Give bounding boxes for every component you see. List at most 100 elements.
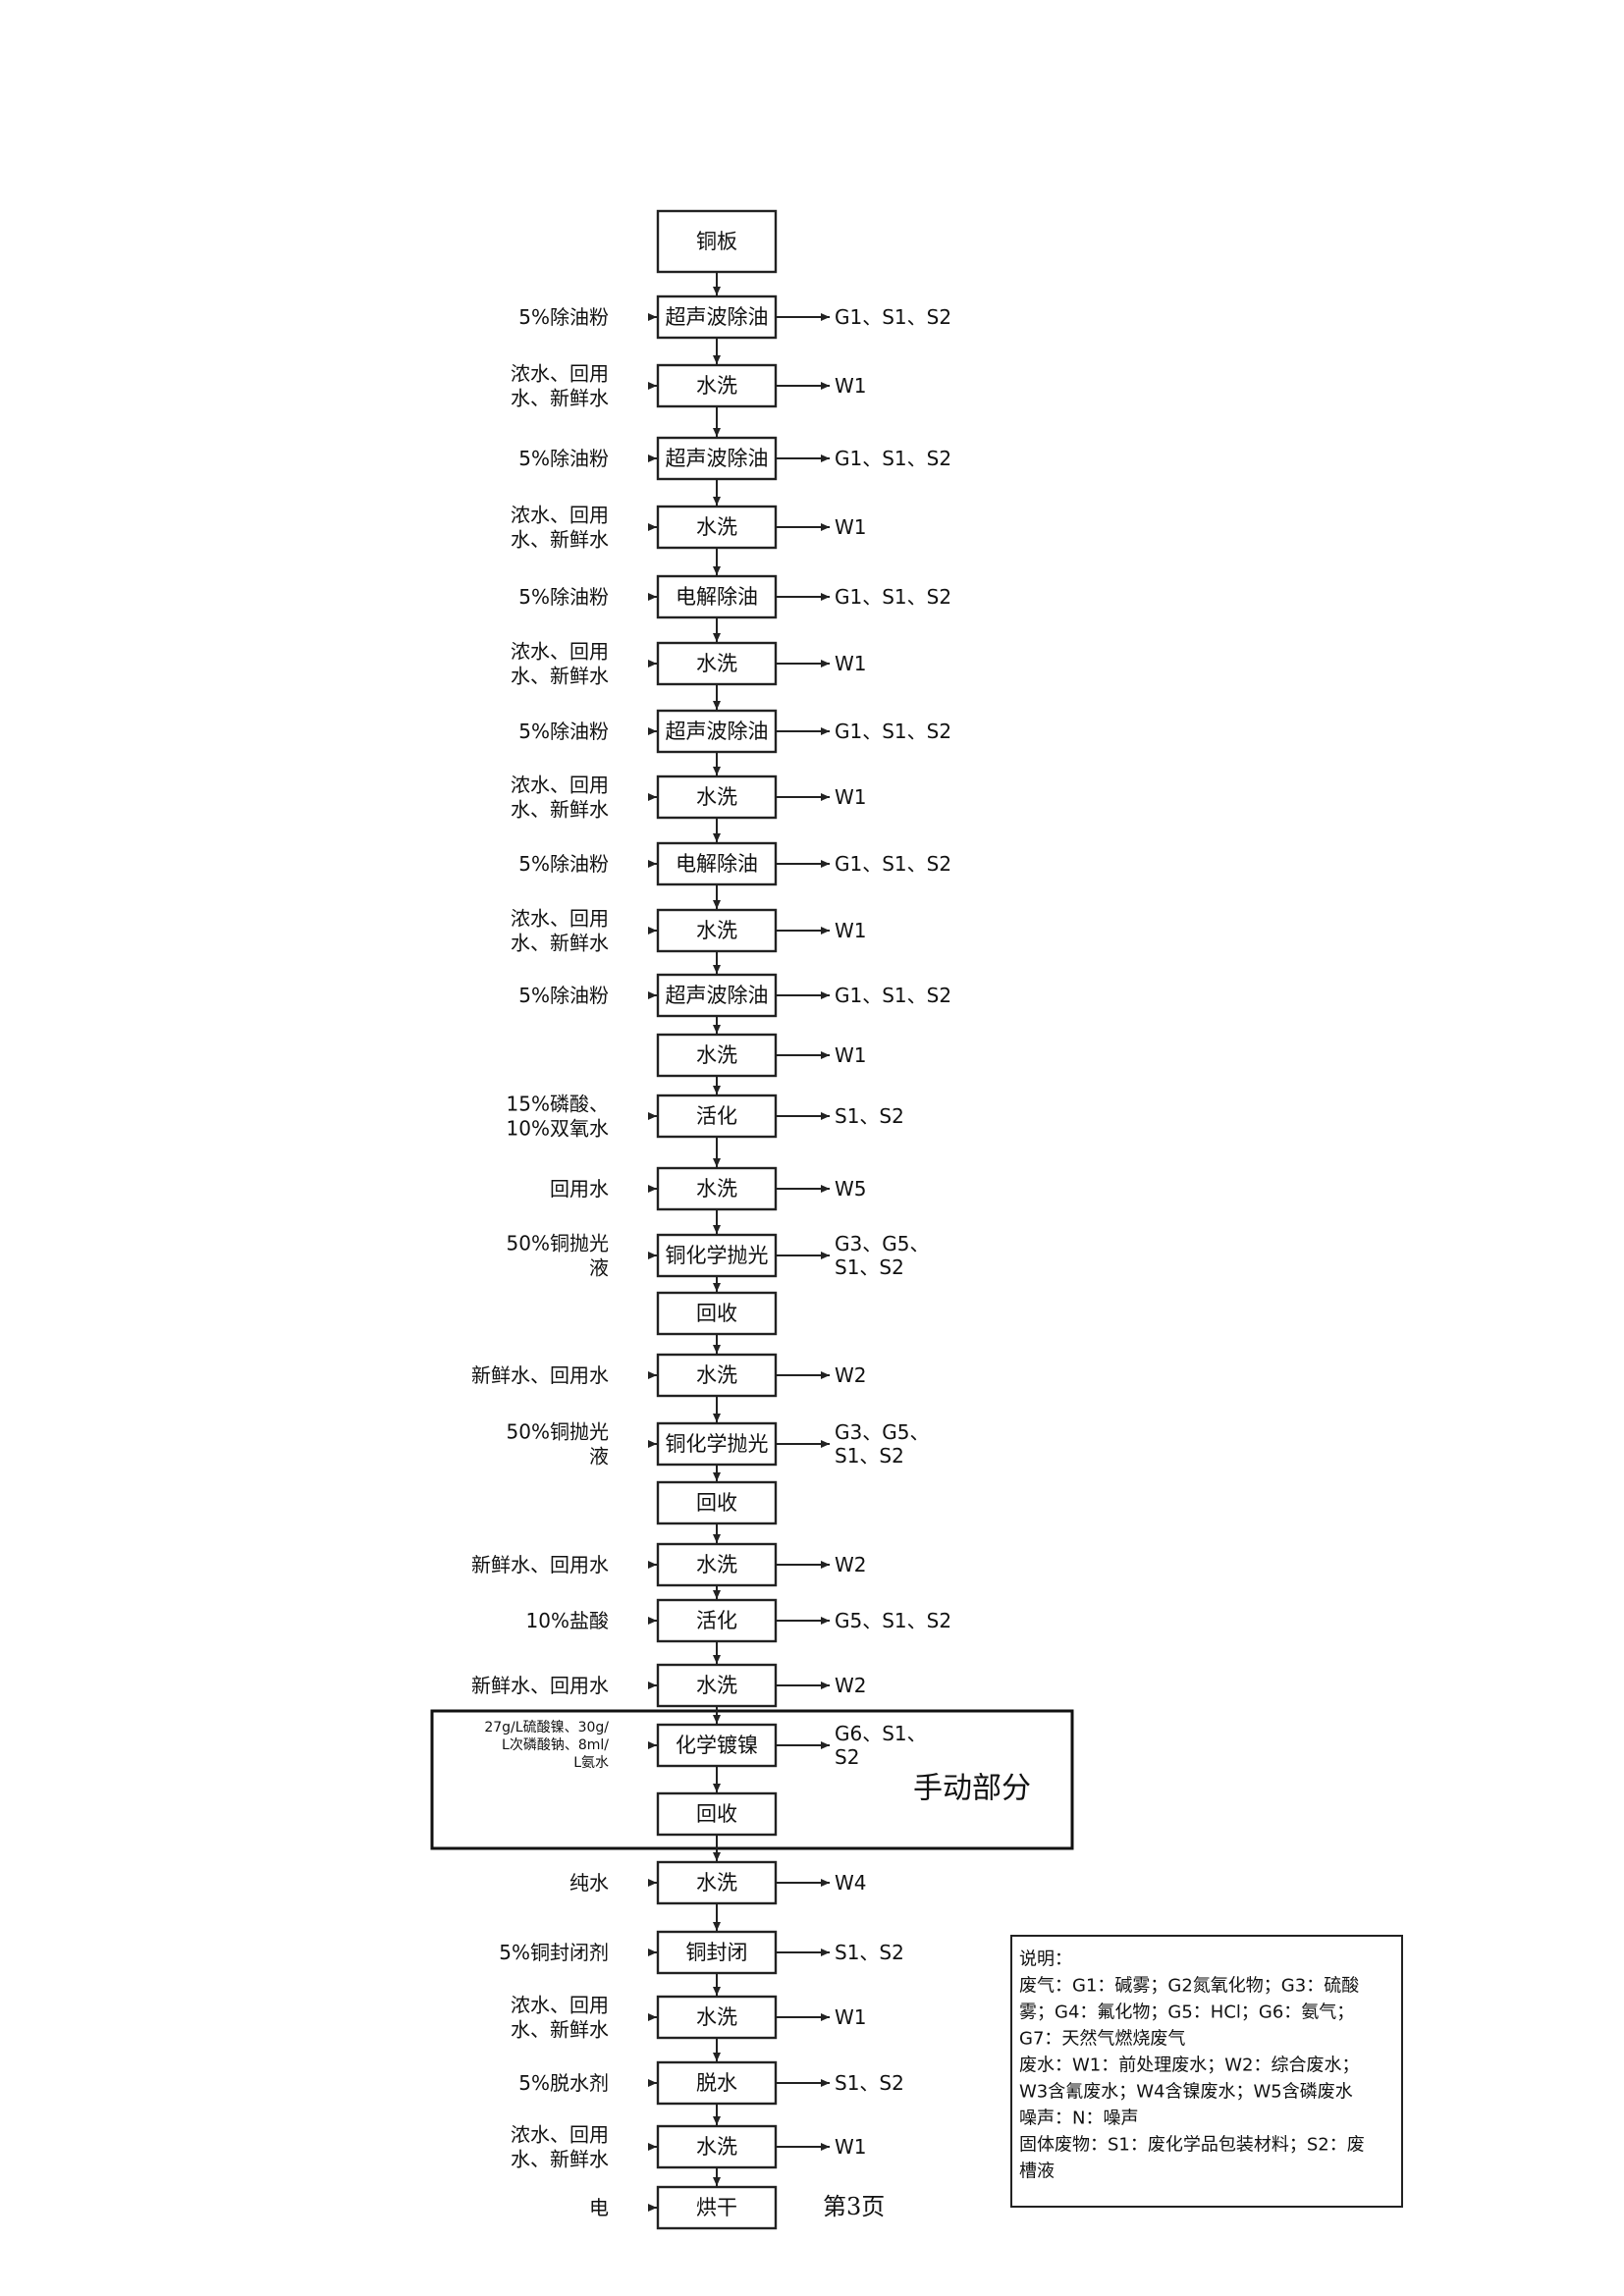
process-step-label: 超声波除油: [666, 305, 769, 329]
process-step-box: [656, 1291, 778, 1336]
process-step-box: [656, 709, 778, 754]
process-step-label: 回收: [696, 1302, 737, 1325]
process-step-box: [656, 908, 778, 953]
input-material-label: 5%除油粉: [518, 305, 609, 329]
output-emission-label: G3、G5、: [835, 1420, 929, 1444]
input-material-label: 5%脱水剂: [518, 2071, 609, 2095]
process-step-label: 水洗: [696, 919, 737, 942]
process-step-box: [656, 209, 778, 274]
input-material-label: 液: [589, 1256, 609, 1280]
process-step-label: 水洗: [696, 1363, 737, 1387]
process-step-box: [656, 1353, 778, 1398]
input-material-label: 新鲜水、回用水: [471, 1674, 609, 1697]
input-material-label: 新鲜水、回用水: [471, 1553, 609, 1576]
output-emission-label: W2: [835, 1363, 867, 1387]
process-step-box: [656, 1480, 778, 1525]
page-number: 第3页: [823, 2193, 885, 2220]
input-material-label: 水、新鲜水: [511, 665, 609, 688]
process-step-label: 超声波除油: [666, 447, 769, 470]
input-material-label: 10%盐酸: [526, 1609, 609, 1632]
input-material-label: 水、新鲜水: [511, 932, 609, 955]
legend-line: 说明：: [1019, 1949, 1072, 1970]
process-step-box: [656, 505, 778, 550]
legend-line: G7：天然气燃烧废气: [1019, 2029, 1185, 2050]
process-step-label: 铜化学抛光: [666, 1432, 769, 1456]
input-material-label: 水、新鲜水: [511, 2148, 609, 2171]
process-step-box: [656, 1930, 778, 1975]
process-step-box: [656, 574, 778, 619]
process-step-box: [656, 841, 778, 886]
process-step-label: 电解除油: [676, 852, 758, 876]
process-step-box: [656, 774, 778, 820]
output-emission-label: S2: [835, 1745, 859, 1769]
process-step-box: [656, 1233, 778, 1278]
input-material-label: 水、新鲜水: [511, 2018, 609, 2042]
process-step-label: 水洗: [696, 374, 737, 398]
input-material-label: 液: [589, 1445, 609, 1468]
output-emission-label: G1、S1、S2: [835, 447, 951, 470]
process-step-label: 水洗: [696, 515, 737, 539]
input-material-label: 27g/L硫酸镍、30g/: [484, 1720, 609, 1735]
process-step-label: 水洗: [696, 1674, 737, 1697]
input-material-label: 50%铜抛光: [507, 1232, 609, 1255]
process-step-label: 水洗: [696, 1871, 737, 1895]
process-step-label: 水洗: [696, 2135, 737, 2159]
process-step-label: 水洗: [696, 652, 737, 675]
input-material-label: 新鲜水、回用水: [471, 1363, 609, 1387]
input-material-label: 5%除油粉: [518, 852, 609, 876]
input-material-label: L氨水: [573, 1755, 609, 1771]
process-step-label: 超声波除油: [666, 984, 769, 1007]
output-emission-label: G1、S1、S2: [835, 585, 951, 609]
process-step-box: [656, 1860, 778, 1905]
manual-section-frame: [430, 1709, 1074, 1850]
input-material-label: 浓水、回用: [511, 640, 609, 664]
legend-line: 废水：W1：前处理废水；W2：综合废水；: [1019, 2056, 1360, 2076]
output-emission-label: G1、S1、S2: [835, 852, 951, 876]
process-step-box: [656, 294, 778, 340]
output-emission-label: W4: [835, 1871, 867, 1895]
process-step-box: [656, 973, 778, 1018]
input-material-label: 浓水、回用: [511, 362, 609, 386]
process-step-box: [656, 1033, 778, 1078]
output-emission-label: W2: [835, 1674, 867, 1697]
process-step-box: [656, 2185, 778, 2230]
output-emission-label: W2: [835, 1553, 867, 1576]
legend-line: W3含氰废水；W4含镍废水；W5含磷废水: [1019, 2082, 1353, 2103]
input-material-label: 浓水、回用: [511, 2123, 609, 2147]
input-material-label: 5%除油粉: [518, 585, 609, 609]
process-step-label: 活化: [696, 1609, 737, 1632]
process-step-box: [656, 436, 778, 481]
input-material-label: 15%磷酸、: [507, 1093, 609, 1116]
input-material-label: 浓水、回用: [511, 907, 609, 931]
process-step-box: [656, 2060, 778, 2106]
input-material-label: 5%除油粉: [518, 720, 609, 743]
input-material-label: 5%铜封闭剂: [499, 1941, 609, 1964]
input-material-label: 回用水: [550, 1177, 609, 1201]
output-emission-label: W5: [835, 1177, 867, 1201]
process-step-box: [656, 1166, 778, 1211]
process-step-label: 水洗: [696, 1553, 737, 1576]
process-step-label: 电解除油: [676, 585, 758, 609]
process-step-label: 活化: [696, 1104, 737, 1128]
output-emission-label: W1: [835, 2005, 867, 2029]
legend-line: 雾；G4：氟化物；G5：HCl；G6：氨气；: [1019, 2002, 1354, 2023]
output-emission-label: G6、S1、: [835, 1722, 927, 1745]
output-emission-label: W1: [835, 374, 867, 398]
input-material-label: 浓水、回用: [511, 504, 609, 527]
process-step-label: 铜化学抛光: [666, 1244, 769, 1267]
input-material-label: 水、新鲜水: [511, 798, 609, 822]
legend-box: [1010, 1935, 1403, 2208]
output-emission-label: W1: [835, 515, 867, 539]
process-step-label: 水洗: [696, 2005, 737, 2029]
process-step-box: [656, 2124, 778, 2169]
input-material-label: 浓水、回用: [511, 1994, 609, 2017]
input-material-label: 水、新鲜水: [511, 528, 609, 552]
input-material-label: 50%铜抛光: [507, 1420, 609, 1444]
process-step-box: [656, 1094, 778, 1139]
process-step-label: 烘干: [696, 2196, 737, 2219]
process-step-box: [656, 1995, 778, 2040]
process-step-box: [656, 1663, 778, 1708]
process-step-box: [656, 641, 778, 686]
output-emission-label: S1、S2: [835, 2071, 904, 2095]
